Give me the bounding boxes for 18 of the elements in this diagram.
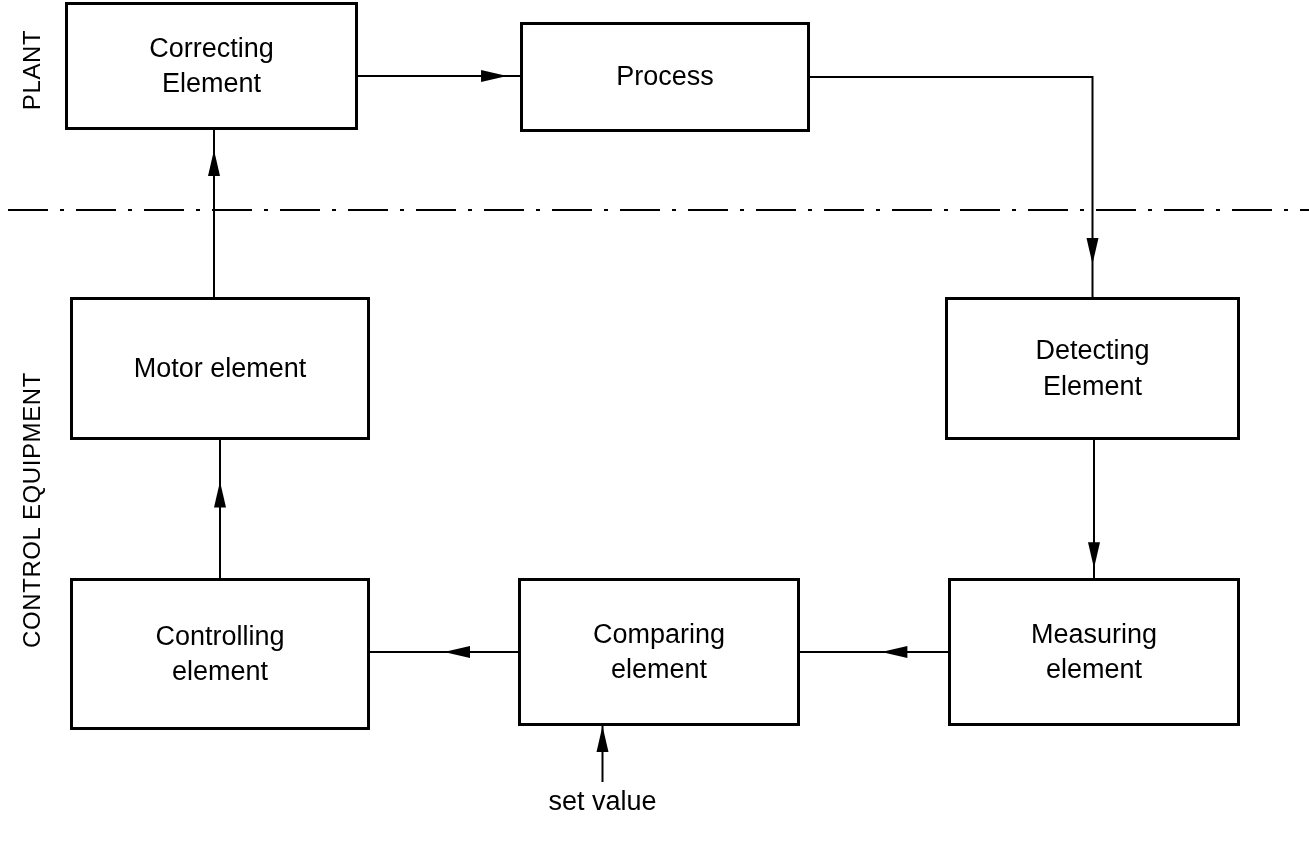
- process-box: Controlling element: [70, 578, 370, 730]
- arrow: [369, 646, 519, 658]
- process-box: Process: [520, 22, 810, 132]
- section-label: PLANT: [17, 29, 46, 111]
- arrow: [799, 646, 949, 658]
- process-box: Detecting Element: [945, 297, 1240, 440]
- arrow: [214, 439, 226, 579]
- process-box: Motor element: [70, 297, 370, 440]
- process-box: Comparing element: [518, 578, 800, 726]
- process-box: Correcting Element: [65, 2, 358, 130]
- arrow: [208, 129, 220, 298]
- section-label: CONTROL EQUIPMENT: [17, 372, 46, 648]
- arrow: [596, 725, 609, 783]
- input-label: set value: [545, 782, 660, 822]
- process-box: Measuring element: [948, 578, 1240, 726]
- arrow: [809, 76, 1099, 298]
- arrow: [357, 70, 521, 82]
- arrow: [1088, 439, 1100, 579]
